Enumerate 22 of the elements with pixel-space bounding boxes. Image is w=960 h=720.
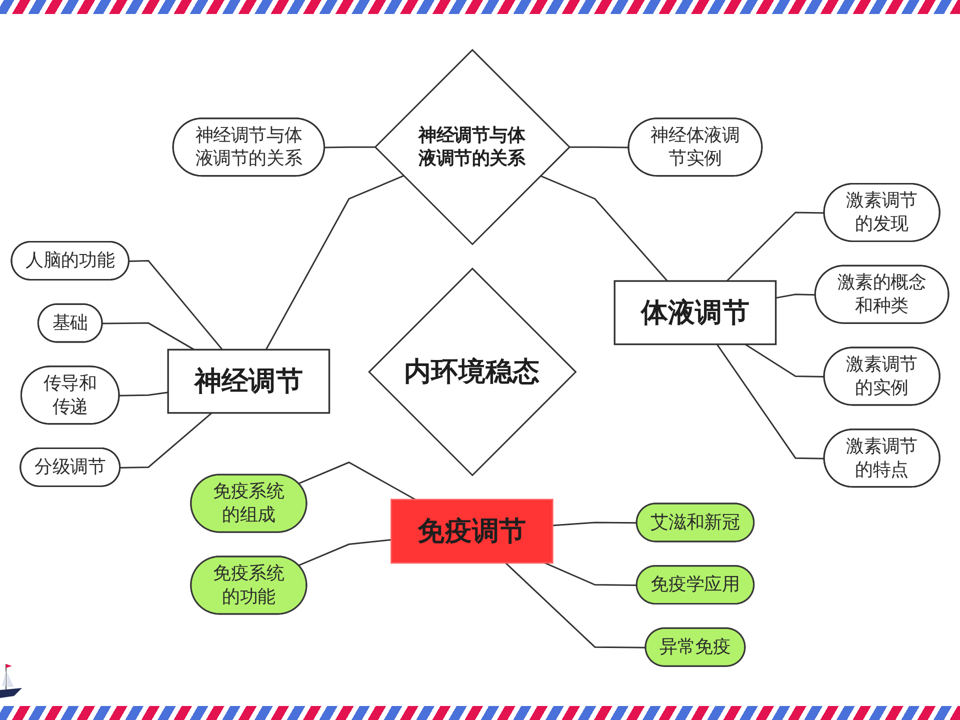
connector <box>298 539 392 566</box>
connector <box>102 322 195 350</box>
node-box: 体液调节 <box>614 280 777 346</box>
connector <box>544 562 638 586</box>
connector <box>505 562 646 648</box>
node-box: 免疫调节 <box>390 498 554 564</box>
connector <box>119 392 168 396</box>
connector <box>540 175 668 282</box>
node-diamond: 神经调节与体液调节的关系 <box>374 48 571 246</box>
node-diamond: 内环境稳态 <box>368 268 577 476</box>
connector <box>324 146 375 148</box>
node-box: 神经调节 <box>167 348 330 414</box>
connector <box>552 522 638 526</box>
connector <box>716 344 825 460</box>
connector <box>776 294 816 299</box>
connector <box>129 260 223 350</box>
connector <box>120 412 212 468</box>
connector <box>298 462 416 500</box>
connector <box>265 175 404 350</box>
connector <box>744 344 825 378</box>
connector <box>726 212 825 282</box>
connector <box>569 146 629 148</box>
